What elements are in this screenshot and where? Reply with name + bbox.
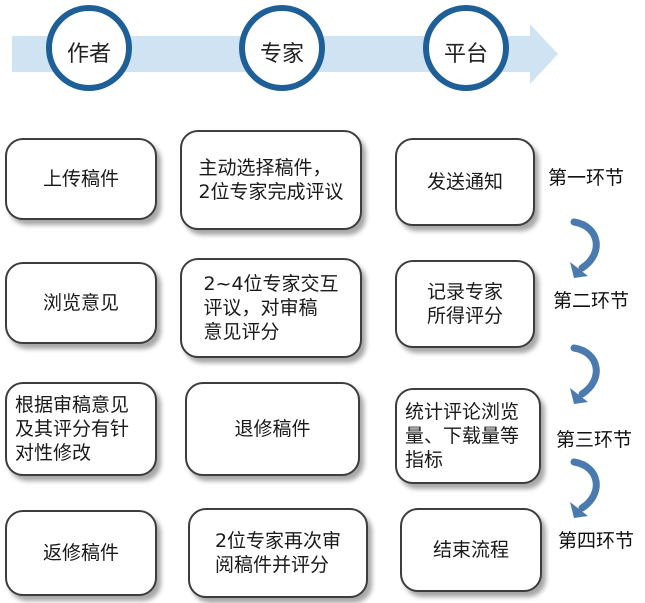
row3-platform-box: 统计评论浏览 量、下载量等 指标 xyxy=(395,388,541,484)
stage-3: 第三环节 xyxy=(556,429,633,451)
stage-1: 第一环节 xyxy=(548,167,625,189)
role-platform: 平台 xyxy=(443,42,488,67)
row3-platform-text: 统计评论浏览 量、下载量等 指标 xyxy=(405,401,520,471)
row2-platform-box: 记录专家 所得评分 xyxy=(395,260,535,348)
row4-platform-box: 结束流程 xyxy=(400,508,542,592)
row1-platform-text: 发送通知 xyxy=(426,171,503,193)
row4-author-text: 返修稿件 xyxy=(42,542,119,564)
row2-author-box: 浏览意见 xyxy=(5,262,157,344)
role-author: 作者 xyxy=(66,42,111,67)
row1-expert-text: 主动选择稿件， 2位专家完成评议 xyxy=(198,157,344,203)
curved-arrow-icon xyxy=(570,218,600,278)
row2-platform-text: 记录专家 所得评分 xyxy=(426,281,503,327)
row4-expert-text: 2位专家再次审 阅稿件并评分 xyxy=(214,530,342,576)
role-circle-author xyxy=(46,5,132,91)
row4-author-box: 返修稿件 xyxy=(5,510,157,596)
row1-expert-box: 主动选择稿件， 2位专家完成评议 xyxy=(180,130,362,230)
role-circle-expert xyxy=(239,5,325,91)
row3-expert-text: 退修稿件 xyxy=(234,418,311,440)
row3-author-text: 根据审稿意见 及其评分有针 对性修改 xyxy=(15,394,130,464)
role-circle-platform xyxy=(423,5,509,91)
stage-2: 第二环节 xyxy=(553,290,630,312)
row2-expert-box: 2~4位专家交互 评议，对审稿 意见评分 xyxy=(180,258,362,358)
row4-expert-box: 2位专家再次审 阅稿件并评分 xyxy=(188,508,368,598)
role-expert: 专家 xyxy=(259,42,304,67)
row1-platform-box: 发送通知 xyxy=(395,138,535,226)
curved-arrow-icon xyxy=(570,344,600,404)
row1-author-box: 上传稿件 xyxy=(5,138,157,220)
row2-author-text: 浏览意见 xyxy=(42,292,119,314)
row3-author-box: 根据审稿意见 及其评分有针 对性修改 xyxy=(5,382,157,476)
curved-arrow-icon xyxy=(570,458,600,518)
role-arrow-band xyxy=(12,5,558,91)
row2-expert-text: 2~4位专家交互 评议，对审稿 意见评分 xyxy=(203,273,339,343)
row1-author-text: 上传稿件 xyxy=(42,168,119,190)
stage-4: 第四环节 xyxy=(558,530,635,552)
row3-expert-box: 退修稿件 xyxy=(185,382,360,476)
row4-platform-text: 结束流程 xyxy=(432,539,509,561)
